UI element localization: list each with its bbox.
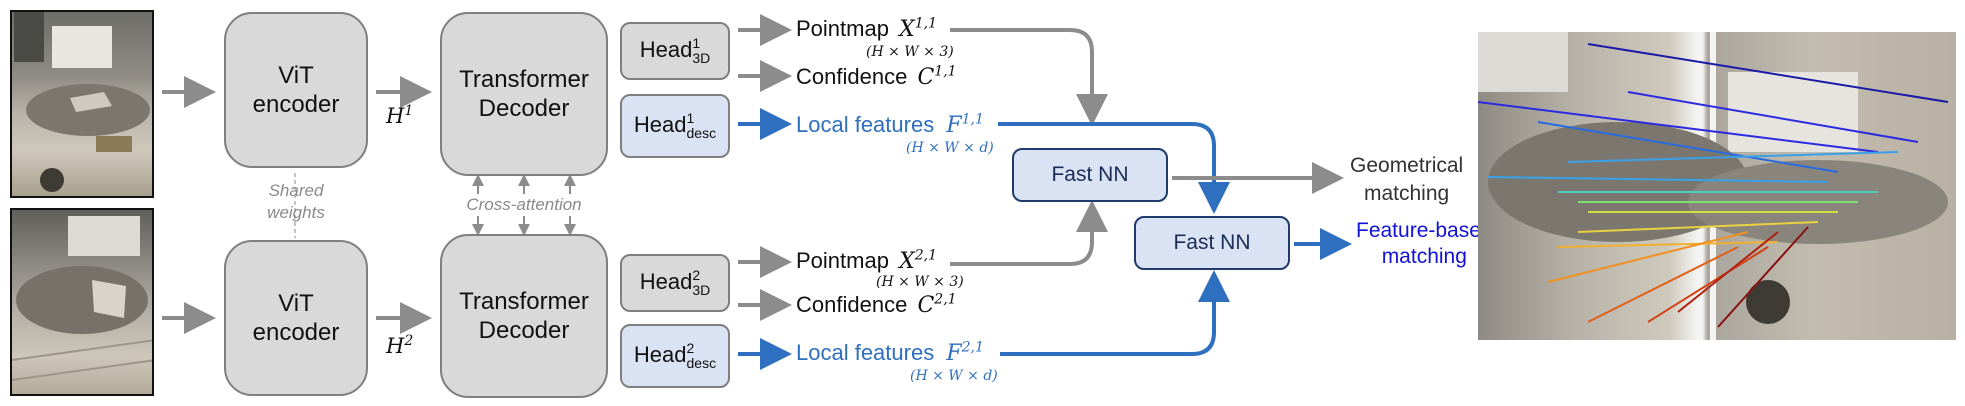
decoder-label-line1: Transformer (459, 288, 589, 315)
cross-attention-label: Cross-attention (460, 194, 588, 216)
encoder-label-line2: encoder (252, 319, 340, 346)
decoder-label-line1: Transformer (459, 66, 589, 93)
encoder-label-line1: ViT (278, 62, 314, 89)
token-h2: H2 (386, 334, 413, 358)
transformer-decoder-2: Transformer Decoder (440, 234, 608, 398)
token-h2-base: H (386, 334, 405, 358)
feature-matching-label: Feature-based matching (1356, 218, 1493, 270)
geometric-line1: Geometrical (1350, 154, 1464, 177)
matching-result-image (1478, 32, 1956, 340)
token-h2-sup: 2 (404, 333, 414, 349)
pointmap-1-dims: (H × W × 3) (866, 44, 954, 60)
encoder-label-line1: ViT (278, 290, 314, 317)
geometric-matching-label: Geometrical matching (1350, 152, 1463, 208)
local-features-2-dims: (H × W × d) (910, 368, 998, 384)
geometric-line2: matching (1363, 182, 1450, 205)
shared-weights-label: Shared weights (252, 180, 340, 224)
decoder-label-line2: Decoder (478, 317, 570, 344)
rock-photo-icon (14, 12, 150, 192)
local-features-1-label: Local features F1,1 (796, 111, 984, 138)
pointmap-2-label: Pointmap X2,1 (796, 247, 938, 274)
fast-nn-2-label: Fast NN (1173, 231, 1251, 254)
input-image-1 (10, 10, 154, 198)
feature-line1: Feature-based (1356, 219, 1493, 242)
arrow-pointmap2-to-fastnn1 (950, 200, 1108, 266)
pointmap-1-label: Pointmap X1,1 (796, 15, 938, 42)
confidence-2-label: Confidence C2,1 (796, 291, 957, 318)
input-image-2 (10, 208, 154, 396)
vit-encoder-1: ViT encoder (224, 12, 368, 168)
transformer-decoder-1: Transformer Decoder (440, 12, 608, 176)
arrow-features2-to-fastnn2 (1000, 270, 1230, 356)
token-h1-sup: 1 (404, 103, 414, 119)
rock-photo-icon-2 (12, 216, 152, 381)
shared-weights-line1: Shared (268, 181, 324, 200)
pointmap-2-dims: (H × W × 3) (876, 274, 964, 290)
arrow-features1-to-fastnn2 (998, 122, 1230, 214)
encoder-label-line2: encoder (252, 91, 340, 118)
shared-weights-line2: weights (267, 203, 325, 222)
local-features-2-label: Local features F2,1 (796, 339, 984, 366)
arrow-pointmap1-to-fastnn1 (950, 28, 1108, 126)
feature-line2: matching (1381, 245, 1467, 268)
decoder-label-line2: Decoder (478, 95, 570, 122)
fast-nn-2: Fast NN (1134, 216, 1290, 270)
vit-encoder-2: ViT encoder (224, 240, 368, 396)
fast-nn-1-label: Fast NN (1051, 163, 1129, 186)
fast-nn-1: Fast NN (1012, 148, 1168, 202)
token-h1-base: H (386, 104, 405, 128)
matches-icon (1478, 32, 1949, 340)
confidence-1-label: Confidence C1,1 (796, 63, 957, 90)
token-h1: H1 (386, 104, 413, 128)
local-features-1-dims: (H × W × d) (906, 140, 994, 156)
